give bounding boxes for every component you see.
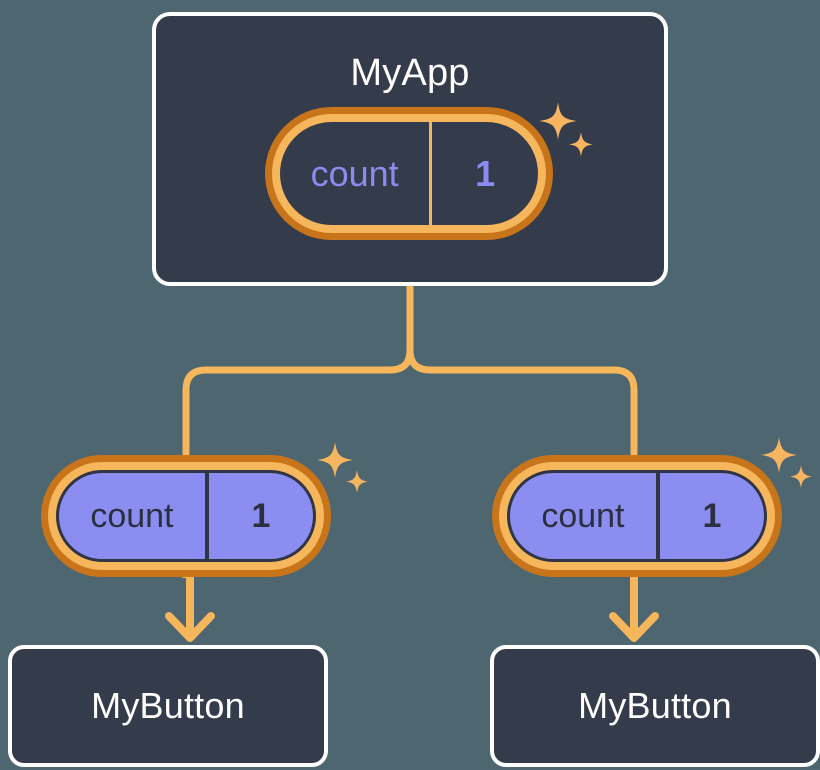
state-pill-ring: count 1 [272,114,546,233]
arrow-down-icon-left [165,574,215,642]
state-pill-root[interactable]: count 1 [265,107,553,240]
state-pill-key: count [280,122,433,225]
state-pill-face-right: count 1 [507,470,767,562]
connector-trunk-right [406,282,638,474]
state-pill-right[interactable]: count 1 [492,455,782,577]
arrow-down-icon-right [609,574,659,642]
state-pill-ring-left: count 1 [48,462,324,570]
component-card-mybutton-right[interactable]: MyButton [490,645,820,767]
component-card-myapp[interactable]: MyApp [152,12,668,286]
component-card-mybutton-left[interactable]: MyButton [8,645,328,767]
page-title: MyApp [350,52,470,94]
state-pill-key-right: count [510,473,660,559]
state-pill-left[interactable]: count 1 [41,455,331,577]
state-pill-face-left: count 1 [56,470,316,562]
state-pill-face: count 1 [280,122,538,225]
state-pill-value-left: 1 [251,496,271,535]
state-pill-value-right: 1 [702,496,722,535]
component-card-title-left: MyButton [91,685,245,726]
state-pill-key-left: count [59,473,209,559]
state-pill-ring-right: count 1 [499,462,775,570]
component-card-title-right: MyButton [578,685,732,726]
connector-trunk-left [182,282,414,474]
state-pill-value: 1 [475,152,496,194]
